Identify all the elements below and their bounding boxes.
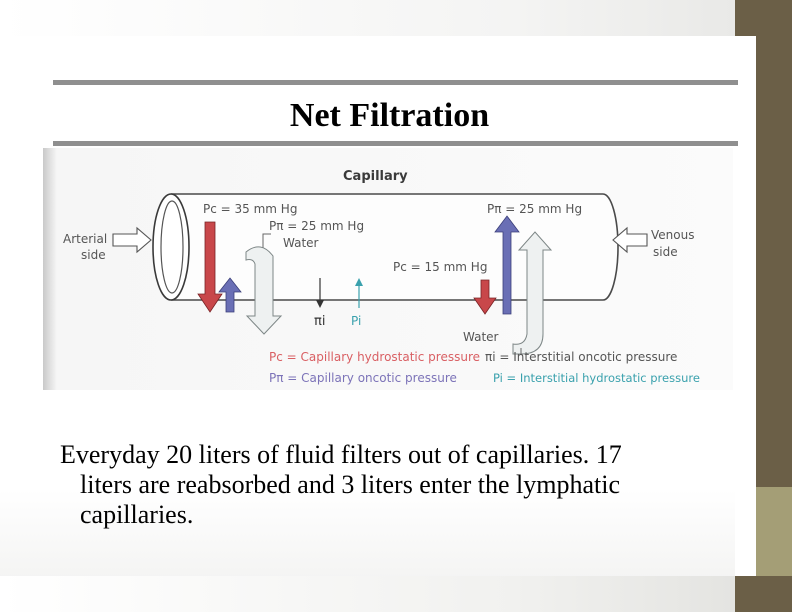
legend-pc: Pc = Capillary hydrostatic pressure: [269, 350, 480, 364]
venous-pc-label: Pc = 15 mm Hg: [393, 260, 487, 274]
title-rule-top: [53, 80, 738, 85]
venous-oncotic-arrow: [494, 215, 520, 315]
bottom-fade: [0, 576, 735, 612]
arterial-water-arrow: [245, 246, 283, 335]
capillary-opening-inner: [160, 200, 184, 294]
venous-ppi-label: Pπ = 25 mm Hg: [487, 202, 582, 216]
pi-arrowhead: [355, 278, 363, 286]
slide-body-text: Everyday 20 liters of fluid filters out …: [60, 440, 622, 529]
venous-inflow-arrow: [612, 226, 648, 254]
legend-ppi: Pπ = Capillary oncotic pressure: [269, 371, 457, 385]
arterial-oncotic-arrow: [218, 277, 242, 313]
arterial-hydrostatic-arrow: [197, 221, 223, 313]
venous-label-line1: Venous: [651, 228, 694, 242]
legend-pi: Pi = Interstitial hydrostatic pressure: [493, 371, 700, 385]
arterial-inflow-arrow: [112, 226, 152, 254]
legend-pii: πi = Interstitial oncotic pressure: [485, 350, 677, 364]
venous-label-line2: side: [653, 245, 678, 259]
arterial-label-line1: Arterial: [63, 232, 107, 246]
title-rule-bottom: [53, 141, 738, 146]
venous-hydrostatic-arrow: [473, 279, 497, 315]
capillary-opening-outer: [152, 193, 190, 301]
capillary-label: Capillary: [343, 169, 408, 184]
venous-water-arrow: [512, 231, 553, 355]
pi-label: Pi: [351, 314, 361, 328]
top-fade: [0, 0, 735, 36]
accent-block: [756, 487, 792, 576]
arterial-water-label: Water: [283, 236, 319, 250]
arterial-ppi-label: Pπ = 25 mm Hg: [269, 219, 364, 233]
arterial-label-line2: side: [81, 248, 106, 262]
pi-i-arrowhead: [316, 300, 324, 308]
slide-title: Net Filtration: [289, 97, 490, 134]
pi-i-label: πi: [314, 314, 325, 329]
venous-water-label: Water: [463, 330, 499, 344]
side-panel-inset: [735, 36, 756, 576]
net-filtration-diagram: Capillary Arterial side Venous side Pc =…: [43, 148, 733, 390]
arterial-pc-label: Pc = 35 mm Hg: [203, 202, 297, 216]
